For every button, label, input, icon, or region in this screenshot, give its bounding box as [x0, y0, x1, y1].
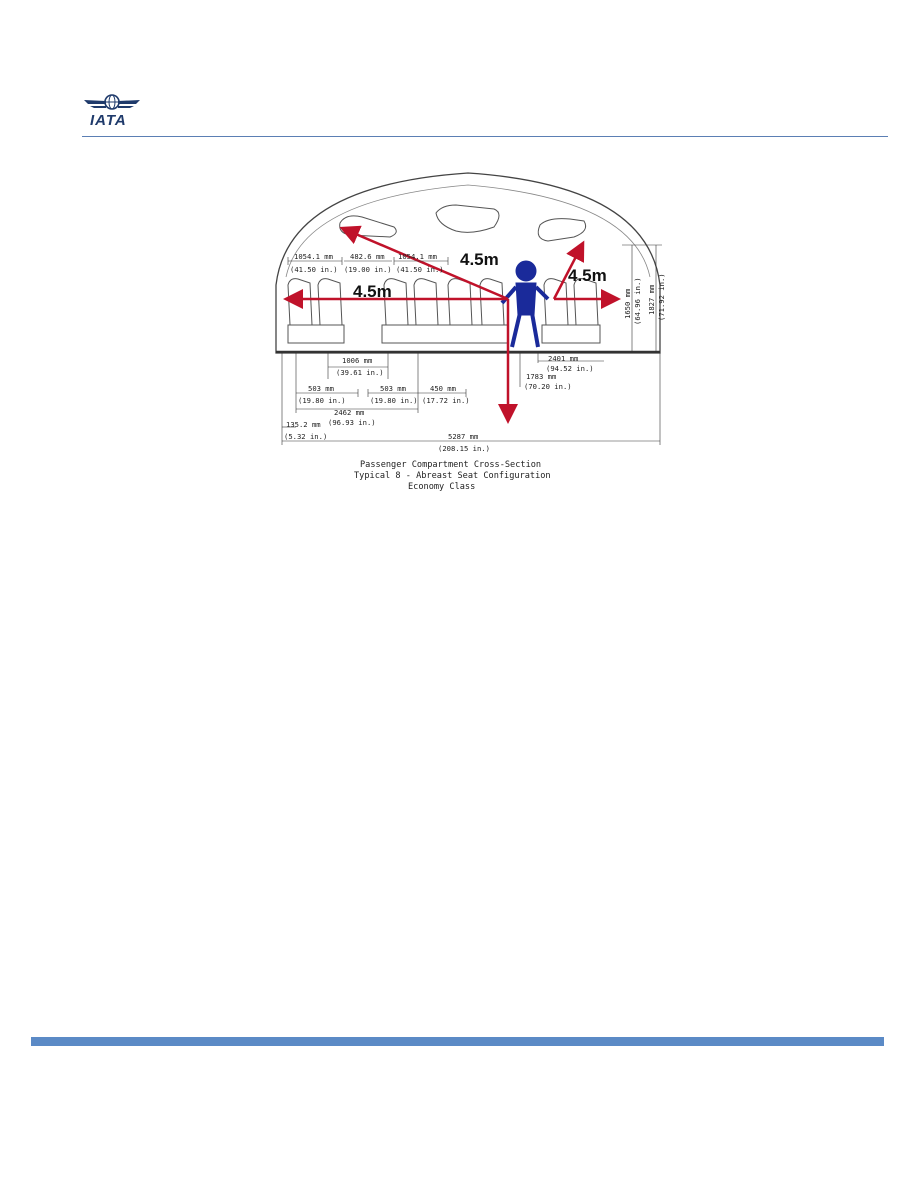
dim-1650-in: (64.96 in.)	[633, 277, 642, 325]
reach-label-right: 4.5m	[568, 266, 607, 285]
overhead-bin-right	[537, 218, 587, 242]
dim-135: 135.2 mm	[286, 420, 321, 429]
dim-2401-in: (94.52 in.)	[546, 364, 594, 373]
dim-1006: 1006 mm	[342, 356, 372, 365]
caption-line-1: Passenger Compartment Cross-Section	[360, 460, 541, 470]
fuselage-outline	[275, 172, 661, 354]
dim-503-b: 503 mm	[380, 384, 406, 393]
dim-1783-in: (70.20 in.)	[524, 382, 572, 391]
caption-line-3: Economy Class	[408, 482, 475, 492]
seat-group-left	[287, 278, 345, 344]
dim-450-in: (17.72 in.)	[422, 396, 470, 405]
dim-2401: 2401 mm	[548, 354, 578, 363]
caption-line-2: Typical 8 - Abreast Seat Configuration	[354, 471, 551, 481]
dim-482-in: (19.00 in.)	[344, 265, 392, 274]
dim-1827-in: (71.92 in.)	[657, 273, 666, 321]
overhead-bin-left	[339, 215, 397, 238]
dim-1054-right-in: (41.50 in.)	[396, 265, 444, 274]
dim-2462-in: (96.93 in.)	[328, 418, 376, 427]
footer-bar	[31, 1037, 884, 1046]
reach-arrows	[283, 225, 621, 424]
header-rule	[82, 136, 888, 137]
dim-2462: 2462 mm	[334, 408, 364, 417]
reach-arrow-upper-left	[339, 225, 509, 301]
dim-503-a-in: (19.80 in.)	[298, 396, 346, 405]
logo-text: IATA	[90, 112, 127, 129]
dim-1054-right: 1054.1 mm	[398, 252, 437, 261]
dim-5287: 5287 mm	[448, 432, 478, 441]
standing-person-icon	[500, 260, 550, 348]
dim-1650: 1650 mm	[623, 289, 632, 319]
dim-482: 482.6 mm	[350, 252, 385, 261]
dim-1827: 1827 mm	[647, 285, 656, 315]
globe-wings-icon	[84, 94, 140, 110]
seat-group-right	[541, 278, 601, 344]
dim-1054-left-in: (41.50 in.)	[290, 265, 338, 274]
dim-450: 450 mm	[430, 384, 456, 393]
dim-1783: 1783 mm	[526, 372, 556, 381]
overhead-bin-center	[435, 204, 500, 233]
cabin-cross-section-figure: 4.5m 4.5m 4.5m 1054.1 mm (41.50 in.) 482…	[258, 165, 678, 495]
reach-label-left: 4.5m	[353, 282, 392, 301]
iata-logo: IATA	[82, 92, 142, 132]
dim-503-a: 503 mm	[308, 384, 334, 393]
seat-group-center	[381, 278, 509, 344]
dim-135-in: (5.32 in.)	[284, 432, 327, 441]
dim-1054-left: 1054.1 mm	[294, 252, 333, 261]
dim-5287-in: (208.15 in.)	[438, 444, 490, 453]
dim-503-b-in: (19.80 in.)	[370, 396, 418, 405]
cross-section-drawing: 4.5m 4.5m 4.5m 1054.1 mm (41.50 in.) 482…	[275, 172, 666, 492]
dim-1006-in: (39.61 in.)	[336, 368, 384, 377]
reach-arrow-up-right	[552, 240, 585, 300]
reach-label-top: 4.5m	[460, 250, 499, 269]
